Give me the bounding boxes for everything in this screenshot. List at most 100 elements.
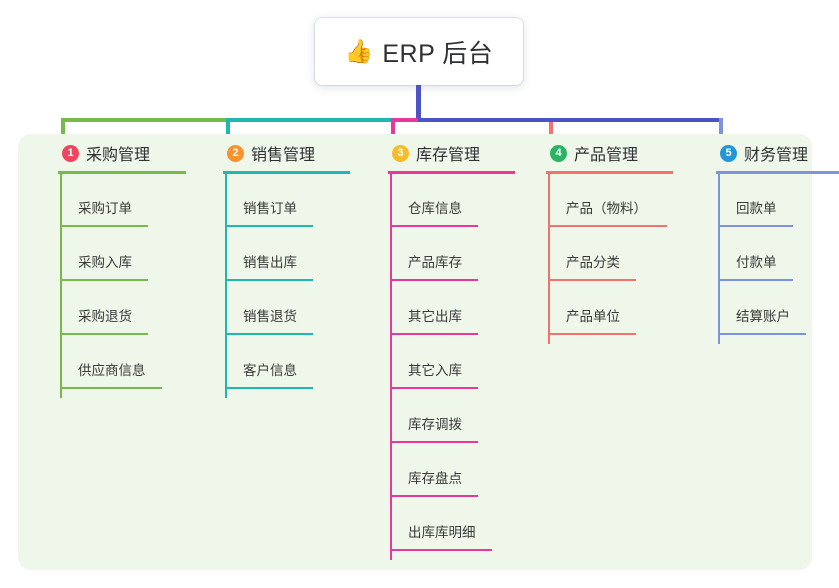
root-title-card[interactable]: 👍 ERP 后台 <box>315 18 523 85</box>
bus-segment-2 <box>226 118 395 122</box>
list-item[interactable]: 产品（物料） <box>548 178 671 232</box>
thumbs-up-icon: 👍 <box>344 38 374 64</box>
column-underline-5 <box>716 171 839 174</box>
list-item[interactable]: 回款单 <box>718 178 797 232</box>
list-item-underline <box>60 333 148 335</box>
list-item[interactable]: 结算账户 <box>718 286 810 340</box>
list-item-label: 采购订单 <box>78 201 132 216</box>
list-item-underline <box>390 495 478 497</box>
list-item[interactable]: 采购退货 <box>60 286 152 340</box>
column-title-4: 产品管理 <box>574 147 639 164</box>
list-item-label: 库存调拨 <box>408 417 462 432</box>
list-item-label: 产品库存 <box>408 255 462 270</box>
trunk-connector <box>416 85 421 120</box>
list-item-underline <box>718 225 793 227</box>
list-item-label: 客户信息 <box>243 363 297 378</box>
list-item[interactable]: 供应商信息 <box>60 340 166 394</box>
column-header-2[interactable]: 2 销售管理 <box>205 134 315 172</box>
list-item-label: 仓库信息 <box>408 201 462 216</box>
column-badge-3: 3 <box>392 144 409 162</box>
column-title-5: 财务管理 <box>744 147 809 164</box>
column-spine-4 <box>548 174 550 344</box>
column-spine-5 <box>718 174 720 344</box>
list-item-underline <box>390 279 478 281</box>
list-item[interactable]: 其它入库 <box>390 340 482 394</box>
list-item-label: 采购入库 <box>78 255 132 270</box>
list-item-label: 回款单 <box>736 201 777 216</box>
list-item[interactable]: 其它出库 <box>390 286 482 340</box>
column-header-5[interactable]: 5 财务管理 <box>698 134 808 172</box>
list-item-underline <box>390 333 478 335</box>
list-item[interactable]: 付款单 <box>718 232 797 286</box>
list-item-label: 供应商信息 <box>78 363 146 378</box>
list-item[interactable]: 产品单位 <box>548 286 640 340</box>
list-item[interactable]: 采购入库 <box>60 232 152 286</box>
column-spine-1 <box>60 174 62 398</box>
column-1: 1 采购管理采购订单采购入库采购退货供应商信息 <box>40 134 186 398</box>
list-item[interactable]: 销售退货 <box>225 286 317 340</box>
column-title-1: 采购管理 <box>86 147 151 164</box>
list-item-underline <box>225 279 313 281</box>
list-item[interactable]: 销售出库 <box>225 232 317 286</box>
list-item-label: 产品（物料） <box>566 201 647 216</box>
list-item-underline <box>225 387 313 389</box>
column-badge-2: 2 <box>227 144 244 162</box>
mindmap-panel: 1 采购管理采购订单采购入库采购退货供应商信息 2 销售管理销售订单销售出库销售退货客… <box>18 134 839 570</box>
list-item-underline <box>390 387 478 389</box>
list-item-label: 其它出库 <box>408 309 462 324</box>
list-item-underline <box>718 333 806 335</box>
list-item-label: 采购退货 <box>78 309 132 324</box>
column-underline-2 <box>223 171 350 174</box>
list-item[interactable]: 库存盘点 <box>390 448 482 502</box>
column-title-3: 库存管理 <box>416 147 481 164</box>
column-header-3[interactable]: 3 库存管理 <box>370 134 480 172</box>
column-3: 3 库存管理仓库信息产品库存其它出库其它入库库存调拨库存盘点出库库明细 <box>370 134 515 560</box>
list-item-underline <box>225 225 313 227</box>
list-item-underline <box>60 387 162 389</box>
list-item-underline <box>60 225 148 227</box>
list-item[interactable]: 出库库明细 <box>390 502 496 556</box>
list-item[interactable]: 库存调拨 <box>390 394 482 448</box>
column-badge-5: 5 <box>720 144 737 162</box>
list-item-label: 出库库明细 <box>408 525 476 540</box>
list-item[interactable]: 仓库信息 <box>390 178 482 232</box>
column-spine-3 <box>390 174 392 560</box>
list-item-label: 其它入库 <box>408 363 462 378</box>
list-item-label: 销售退货 <box>243 309 297 324</box>
column-spine-2 <box>225 174 227 398</box>
bus-segment-3 <box>391 118 422 122</box>
column-header-1[interactable]: 1 采购管理 <box>40 134 150 172</box>
list-item-underline <box>718 279 793 281</box>
column-title-2: 销售管理 <box>251 147 316 164</box>
list-item-underline <box>548 279 636 281</box>
column-header-4[interactable]: 4 产品管理 <box>528 134 638 172</box>
list-item-label: 产品单位 <box>566 309 620 324</box>
list-item[interactable]: 产品分类 <box>548 232 640 286</box>
column-5: 5 财务管理回款单付款单结算账户 <box>698 134 839 344</box>
list-item-label: 库存盘点 <box>408 471 462 486</box>
column-badge-1: 1 <box>62 144 79 162</box>
list-item[interactable]: 客户信息 <box>225 340 317 394</box>
list-item-label: 销售订单 <box>243 201 297 216</box>
list-item-label: 产品分类 <box>566 255 620 270</box>
column-underline-4 <box>546 171 673 174</box>
list-item-underline <box>390 441 478 443</box>
list-item-label: 销售出库 <box>243 255 297 270</box>
column-badge-4: 4 <box>550 144 567 162</box>
column-underline-3 <box>388 171 515 174</box>
list-item-underline <box>60 279 148 281</box>
list-item[interactable]: 采购订单 <box>60 178 152 232</box>
list-item-label: 付款单 <box>736 255 777 270</box>
column-2: 2 销售管理销售订单销售出库销售退货客户信息 <box>205 134 350 398</box>
column-underline-1 <box>58 171 186 174</box>
bus-segment-5 <box>418 118 723 122</box>
page-title: ERP 后台 <box>382 39 494 68</box>
list-item-underline <box>548 225 667 227</box>
list-item[interactable]: 销售订单 <box>225 178 317 232</box>
list-item-underline <box>548 333 636 335</box>
list-item[interactable]: 产品库存 <box>390 232 482 286</box>
list-item-underline <box>225 333 313 335</box>
list-item-underline <box>390 549 492 551</box>
list-item-underline <box>390 225 478 227</box>
column-4: 4 产品管理产品（物料） 产品分类产品单位 <box>528 134 673 344</box>
